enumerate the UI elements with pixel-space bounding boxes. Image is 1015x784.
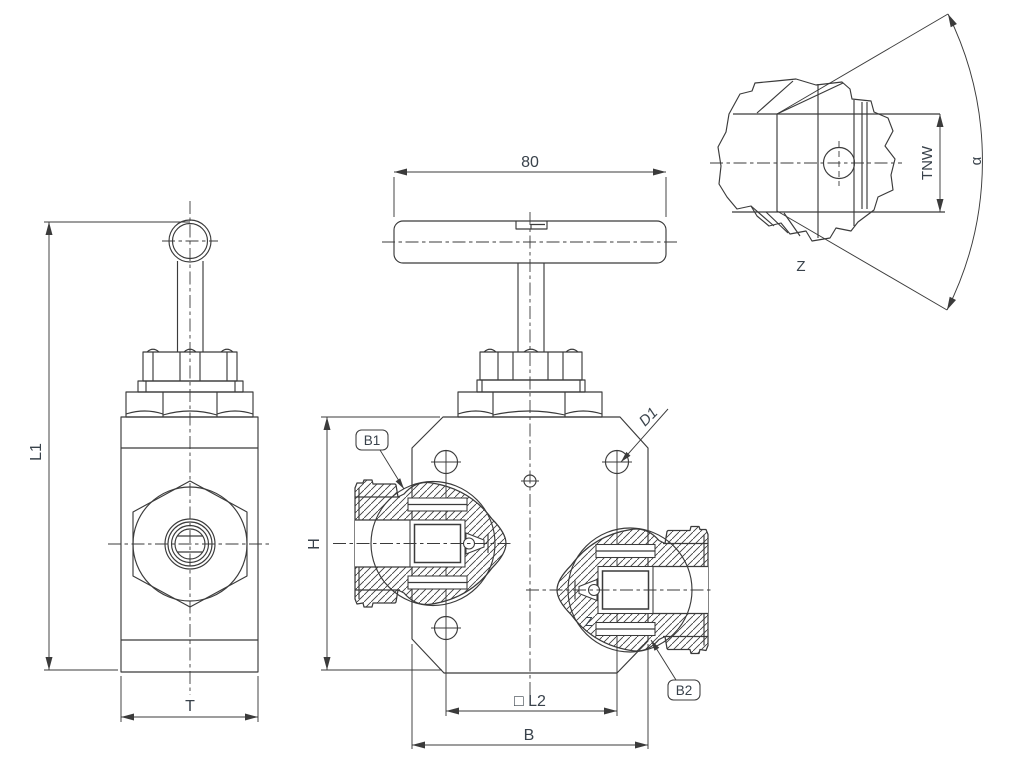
dim-tnw: TNW	[919, 114, 944, 212]
label-b1-text: B1	[364, 433, 381, 448]
dim-b-text: B	[524, 727, 535, 744]
dim-l2-text: □ L2	[514, 693, 546, 710]
top-view: α TNW Z	[710, 13, 985, 311]
dim-l1-text: L1	[28, 443, 45, 461]
label-z-top: Z	[796, 258, 805, 275]
dim-80: 80	[393, 154, 667, 217]
dim-l2: □ L2	[446, 693, 617, 715]
dim-h-text: H	[306, 538, 323, 550]
dim-alpha: α	[776, 13, 985, 311]
dim-tnw-text: TNW	[919, 145, 936, 180]
label-b1: B1	[355, 429, 405, 490]
dim-t: T	[120, 676, 259, 722]
dim-l1: L1	[28, 221, 190, 671]
label-d1-text: D1	[636, 404, 662, 430]
side-view: L1 T	[28, 201, 272, 722]
label-d1: D1	[620, 404, 669, 463]
dim-80-text: 80	[521, 154, 539, 171]
dim-t-text: T	[185, 698, 195, 715]
label-b2-text: B2	[676, 683, 693, 698]
front-view: Z 80 H □ L2	[306, 154, 712, 749]
label-z-front: Z	[585, 615, 593, 629]
label-b2: B2	[650, 639, 701, 701]
dim-alpha-text: α	[968, 156, 985, 165]
dim-b: B	[412, 727, 648, 749]
dim-h: H	[306, 416, 442, 671]
